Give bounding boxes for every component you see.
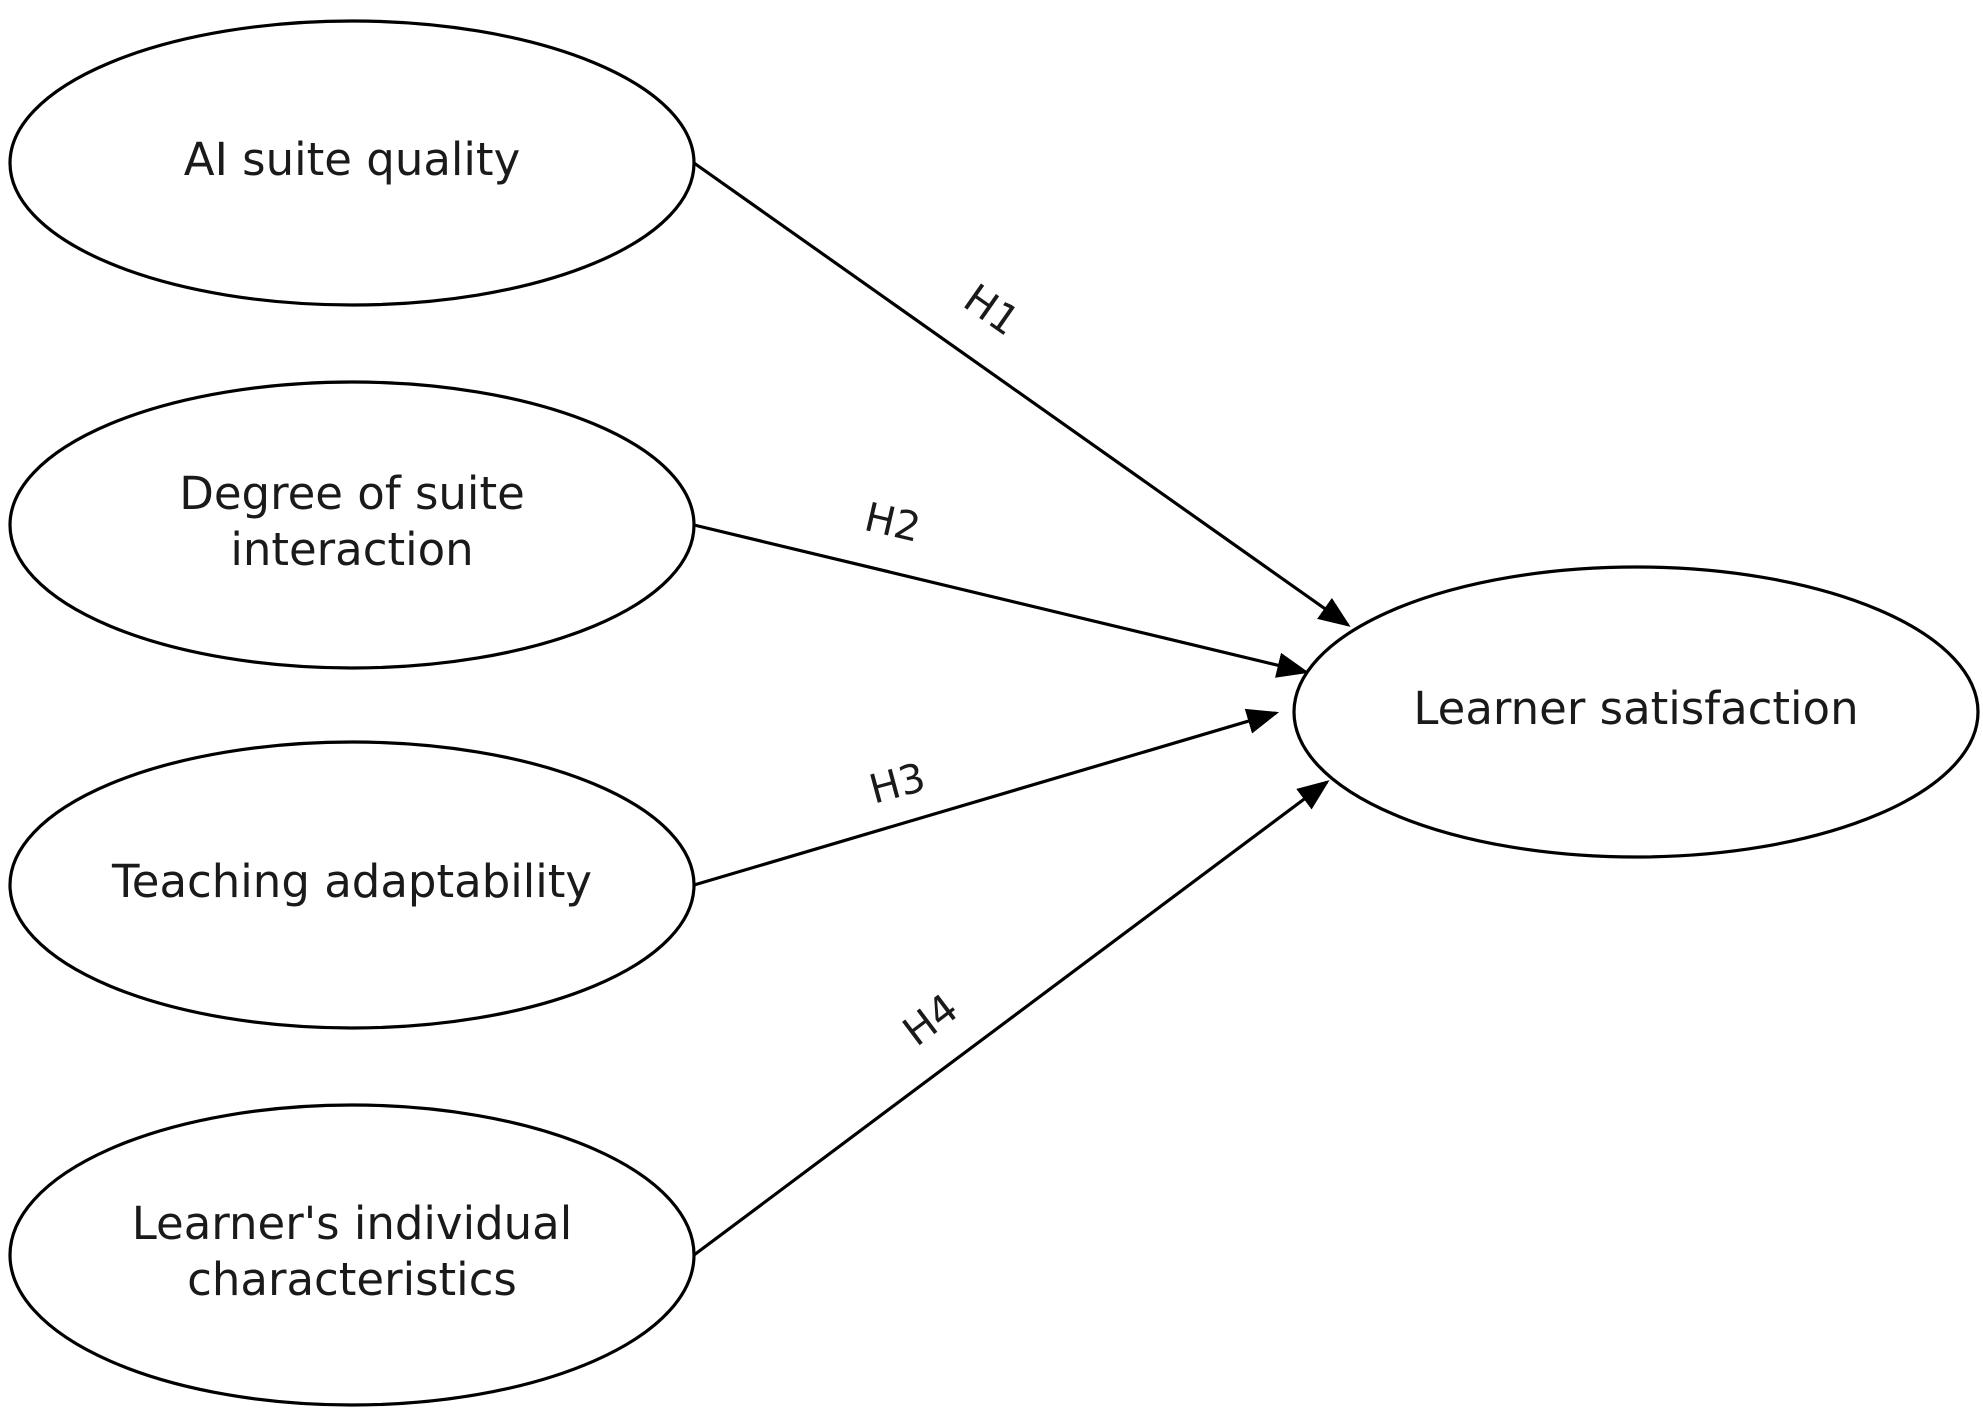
edge-label-h2: H2: [860, 494, 924, 551]
node-ellipse-degree-of-suite-interaction: [8, 380, 696, 670]
node-label-ai-suite-quality: AI suite quality: [184, 133, 520, 186]
node-ai-suite-quality: AI suite quality: [8, 19, 696, 307]
edge-arrow-h1: [693, 161, 1351, 627]
node-ellipse-learner-satisfaction: [1292, 565, 1980, 859]
node-ellipse-teaching-adaptability: [8, 740, 696, 1030]
node-ellipse-ai-suite-quality: [8, 19, 696, 307]
node-label-degree-of-suite-interaction-line-1: Degree of suite: [179, 467, 525, 520]
node-label-learners-individual-characteristics-line-1: Learner's individual: [132, 1197, 572, 1250]
node-label-teaching-adaptability: Teaching adaptability: [111, 855, 592, 908]
node-learner-satisfaction: Learner satisfaction: [1292, 565, 1980, 859]
edge-arrow-h2: [693, 523, 1310, 678]
edge-arrow-h3: [693, 708, 1280, 887]
edge-label-h3: H3: [865, 755, 931, 814]
edge-arrow-h4: [693, 780, 1330, 1257]
node-label-learners-individual-characteristics-line-2: characteristics: [187, 1253, 517, 1306]
node-label-degree-of-suite-interaction-line-2: interaction: [230, 523, 473, 576]
edge-label-h4: H4: [895, 985, 967, 1055]
node-teaching-adaptability: Teaching adaptability: [8, 740, 696, 1030]
edge-label-h1: H1: [955, 276, 1027, 346]
node-ellipse-learners-individual-characteristics: [8, 1103, 696, 1407]
node-label-learner-satisfaction: Learner satisfaction: [1413, 682, 1858, 735]
